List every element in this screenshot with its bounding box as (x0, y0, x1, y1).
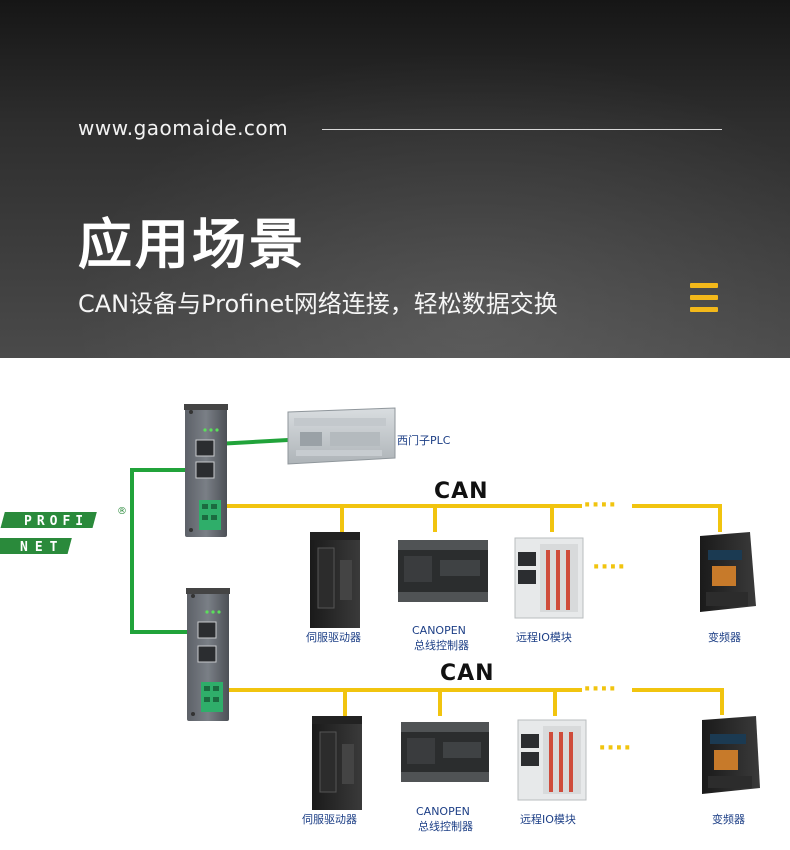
profinet-logo-line1: PROFI (24, 514, 88, 529)
bus-ellipsis-2: ···· (583, 677, 616, 702)
remote-io-label-2: 远程IO模块 (520, 813, 576, 826)
inverter-label-1: 变频器 (708, 630, 741, 644)
network-diagram: CAN ···· ···· CAN ···· ···· PROFI NET ® (0, 404, 760, 833)
profinet-logo: PROFI NET ® (0, 506, 127, 555)
plc-label: 西门子PLC (397, 433, 451, 447)
inverter-1 (700, 532, 756, 612)
servo-drive-1 (310, 532, 360, 628)
can-label-1: CAN (434, 479, 489, 504)
canopen-label-2b: 总线控制器 (418, 819, 473, 833)
profinet-logo-line2: NET (20, 540, 64, 555)
url-divider (322, 129, 722, 130)
siemens-plc (287, 407, 396, 465)
hamburger-menu-icon[interactable] (690, 283, 718, 313)
page-subtitle: CAN设备与Profinet网络连接，轻松数据交换 (78, 290, 558, 318)
banner-sheen (0, 0, 790, 358)
canopen-label-1b: 总线控制器 (414, 638, 469, 652)
device-ellipsis-1: ···· (592, 555, 625, 580)
canopen-controller-1 (398, 540, 488, 602)
servo-drive-2 (312, 716, 362, 810)
servo-label-1: 伺服驱动器 (306, 631, 361, 644)
bus-ellipsis-1: ···· (583, 493, 616, 518)
gateway-2 (186, 588, 230, 721)
can-bus-1 (225, 504, 722, 532)
remote-io-1 (514, 537, 584, 619)
canopen-label-2a: CANOPEN (416, 805, 470, 818)
inverter-label-2: 变频器 (712, 812, 745, 826)
canopen-label-1a: CANOPEN (412, 624, 466, 637)
gateway-1 (184, 404, 228, 537)
servo-label-2: 伺服驱动器 (302, 813, 357, 826)
can-bus-2 (225, 688, 724, 716)
remote-io-2 (517, 719, 587, 801)
canopen-controller-2 (401, 722, 489, 782)
device-ellipsis-2: ···· (598, 736, 631, 761)
page-title: 应用场景 (78, 213, 306, 276)
inverter-2 (702, 716, 760, 794)
can-label-2: CAN (440, 661, 495, 686)
header-banner: www.gaomaide.com 应用场景 CAN设备与Profinet网络连接… (0, 0, 790, 358)
website-url[interactable]: www.gaomaide.com (78, 116, 289, 140)
profinet-registered-mark: ® (117, 506, 127, 517)
remote-io-label-1: 远程IO模块 (516, 631, 572, 644)
